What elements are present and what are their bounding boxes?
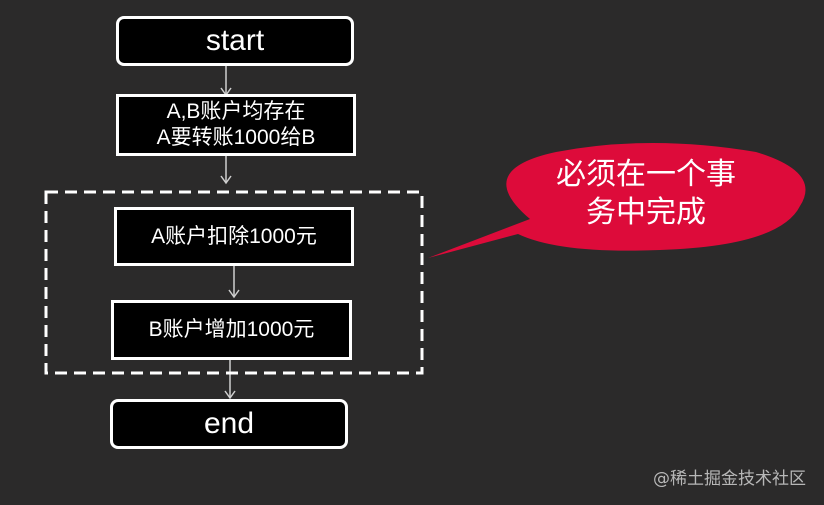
callout-bubble (428, 143, 806, 258)
end-node: end (110, 399, 348, 449)
callout-line-2: 务中完成 (586, 196, 706, 229)
callout-line-1: 必须在一个事 (556, 158, 736, 191)
debit-node: A账户扣除1000元 (114, 207, 354, 266)
precondition-node: A,B账户均存在 A要转账1000给B (116, 94, 356, 156)
start-node: start (116, 16, 354, 66)
debit-label: A账户扣除1000元 (151, 224, 317, 248)
start-label: start (205, 24, 265, 57)
arrowhead (224, 390, 236, 400)
precondition-line-2: A要转账1000给B (156, 126, 316, 149)
transaction-boundary (44, 190, 424, 375)
end-label: end (203, 407, 255, 440)
credit-node: B账户增加1000元 (111, 300, 352, 360)
watermark: @稀土掘金技术社区 (653, 469, 806, 489)
precondition-line-1: A,B账户均存在 (166, 100, 306, 123)
arrowhead (220, 175, 232, 185)
arrowhead (228, 289, 240, 299)
callout-text: 必须在一个事 务中完成 (516, 156, 776, 232)
credit-label: B账户增加1000元 (148, 318, 315, 341)
